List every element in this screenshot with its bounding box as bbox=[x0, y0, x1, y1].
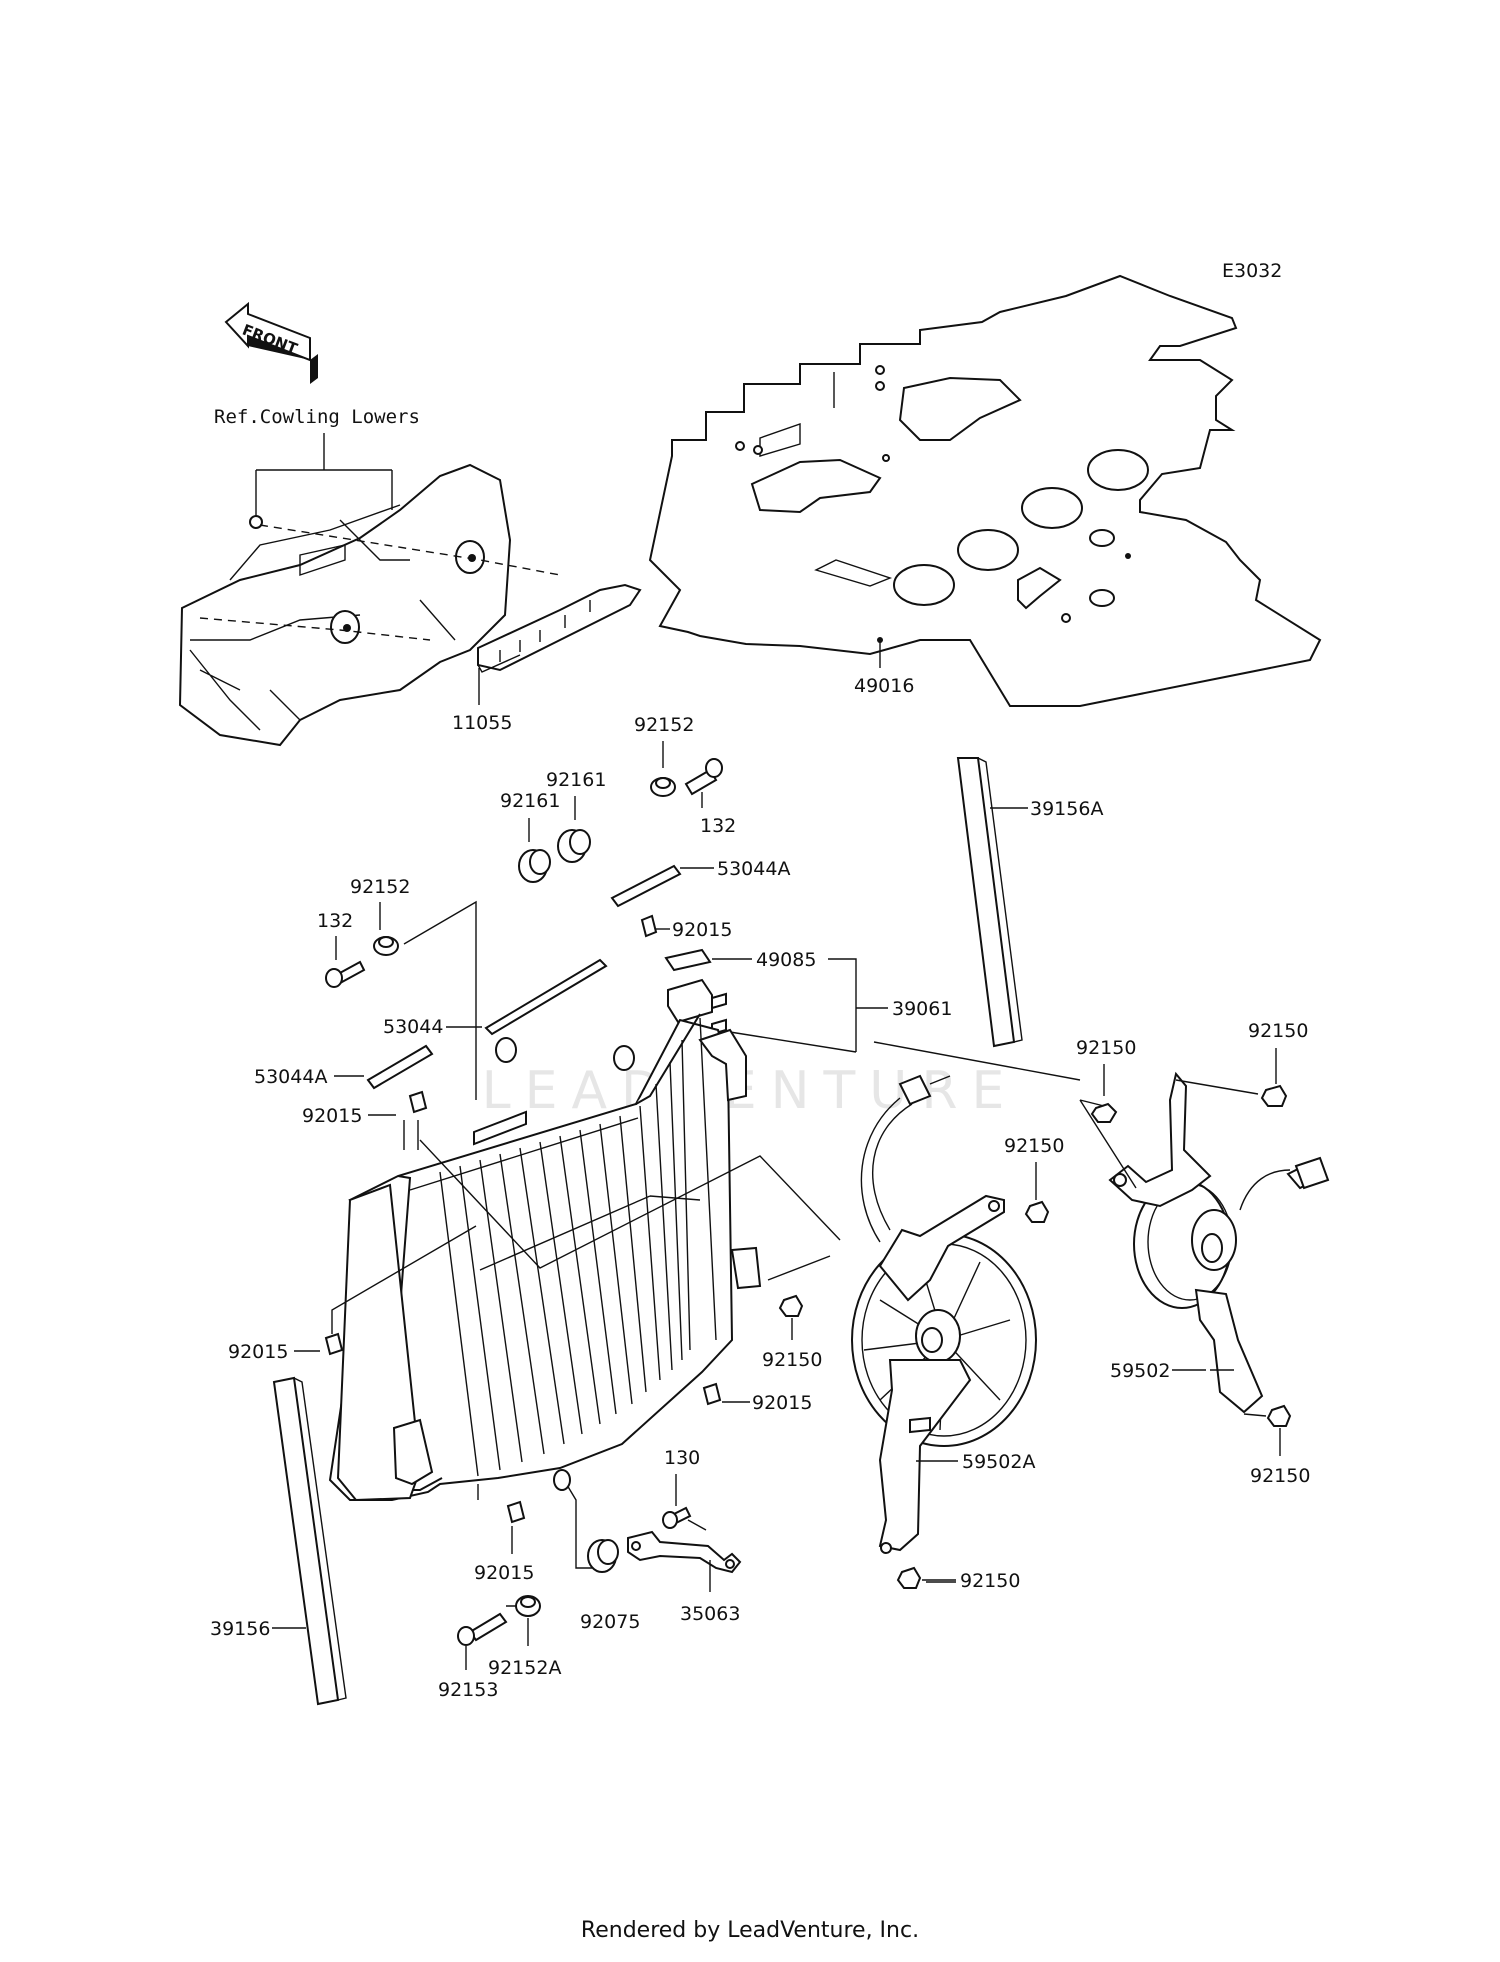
label-92161-a: 92161 bbox=[500, 790, 560, 812]
label-92015-bottom: 92015 bbox=[474, 1562, 534, 1584]
label-35063: 35063 bbox=[680, 1603, 740, 1625]
label-92152-left: 92152 bbox=[350, 876, 410, 898]
rod-53044-part bbox=[484, 958, 608, 1036]
filler-neck-part bbox=[667, 978, 727, 1036]
label-59502A: 59502A bbox=[962, 1451, 1035, 1473]
watermark: LEADVENTURE bbox=[482, 1061, 1019, 1121]
clip-92015-left-part bbox=[408, 1090, 428, 1114]
nut-92150-e-part bbox=[1266, 1404, 1292, 1427]
bolt-132-left-part bbox=[325, 960, 366, 988]
nut-92150-c-part bbox=[1024, 1200, 1050, 1223]
nut-92150-a-part bbox=[1090, 1102, 1118, 1123]
label-132-left: 132 bbox=[317, 910, 353, 932]
footer-credit: Rendered by LeadVenture, Inc. bbox=[580, 1918, 920, 1943]
cowling-lowers-part bbox=[178, 463, 561, 747]
washer-92152A-part bbox=[515, 1595, 541, 1617]
label-39061: 39061 bbox=[892, 998, 952, 1020]
fan-59502-part bbox=[1108, 1071, 1330, 1414]
label-92153: 92153 bbox=[438, 1679, 498, 1701]
fan-59502A-part bbox=[851, 1074, 1037, 1554]
label-92150-e: 92150 bbox=[1250, 1465, 1310, 1487]
reference-note: Ref.Cowling Lowers bbox=[214, 406, 420, 428]
clip-92015-right-part bbox=[702, 1382, 722, 1406]
label-92015-left: 92015 bbox=[302, 1105, 362, 1127]
clip-92015-bottom-part bbox=[506, 1500, 526, 1524]
grommet-92161-b-part bbox=[557, 829, 591, 863]
bolt-132-top-part bbox=[684, 758, 723, 796]
clip-92015-top-part bbox=[640, 914, 658, 938]
label-59502: 59502 bbox=[1110, 1360, 1170, 1382]
diagram-code: E3032 bbox=[1222, 260, 1282, 282]
label-92150-b: 92150 bbox=[1248, 1020, 1308, 1042]
label-92015-mid-left: 92015 bbox=[228, 1341, 288, 1363]
bracket-35063-part bbox=[627, 1530, 742, 1574]
nut-92150-d-part bbox=[778, 1294, 804, 1317]
label-92075: 92075 bbox=[580, 1611, 640, 1633]
label-39156: 39156 bbox=[210, 1618, 270, 1640]
label-53044A-top: 53044A bbox=[717, 858, 790, 880]
nut-92150-f-part bbox=[896, 1566, 922, 1589]
label-92152-top: 92152 bbox=[634, 714, 694, 736]
label-92150-a: 92150 bbox=[1076, 1037, 1136, 1059]
label-49016: 49016 bbox=[854, 675, 914, 697]
washer-92152-top-part bbox=[650, 777, 676, 797]
label-11055: 11055 bbox=[452, 712, 512, 734]
grommet-92161-a-part bbox=[518, 849, 551, 883]
bolt-92153-part bbox=[457, 1612, 508, 1646]
washer-92152-left-part bbox=[373, 936, 399, 956]
label-53044: 53044 bbox=[383, 1016, 443, 1038]
heat-guard-49016-part bbox=[648, 274, 1322, 707]
bracket-11055-part bbox=[477, 583, 642, 673]
seal-39156-part bbox=[272, 1376, 347, 1706]
nut-92150-b-part bbox=[1260, 1084, 1288, 1107]
label-53044A-left: 53044A bbox=[254, 1066, 327, 1088]
rod-53044A-top-part bbox=[610, 864, 682, 908]
label-49085: 49085 bbox=[756, 949, 816, 971]
bolt-130-part bbox=[662, 1506, 692, 1529]
label-92150-f: 92150 bbox=[960, 1570, 1020, 1592]
label-92150-c: 92150 bbox=[1004, 1135, 1064, 1157]
label-92015-right: 92015 bbox=[752, 1392, 812, 1414]
radiator-39061-part bbox=[328, 1013, 762, 1502]
front-arrow-icon: FRONT bbox=[224, 301, 318, 384]
label-92015-top: 92015 bbox=[672, 919, 732, 941]
label-130: 130 bbox=[664, 1447, 700, 1469]
label-92161-b: 92161 bbox=[546, 769, 606, 791]
grommet-92075-part bbox=[587, 1539, 619, 1573]
cap-49085-part bbox=[664, 948, 712, 972]
rod-53044A-left-part bbox=[366, 1044, 434, 1090]
label-132-top: 132 bbox=[700, 815, 736, 837]
label-39156A: 39156A bbox=[1030, 798, 1103, 820]
clip-92015-mid-left-part bbox=[324, 1332, 344, 1356]
label-92150-d: 92150 bbox=[762, 1349, 822, 1371]
label-92152A: 92152A bbox=[488, 1657, 561, 1679]
seal-39156A-part bbox=[956, 757, 1023, 1048]
